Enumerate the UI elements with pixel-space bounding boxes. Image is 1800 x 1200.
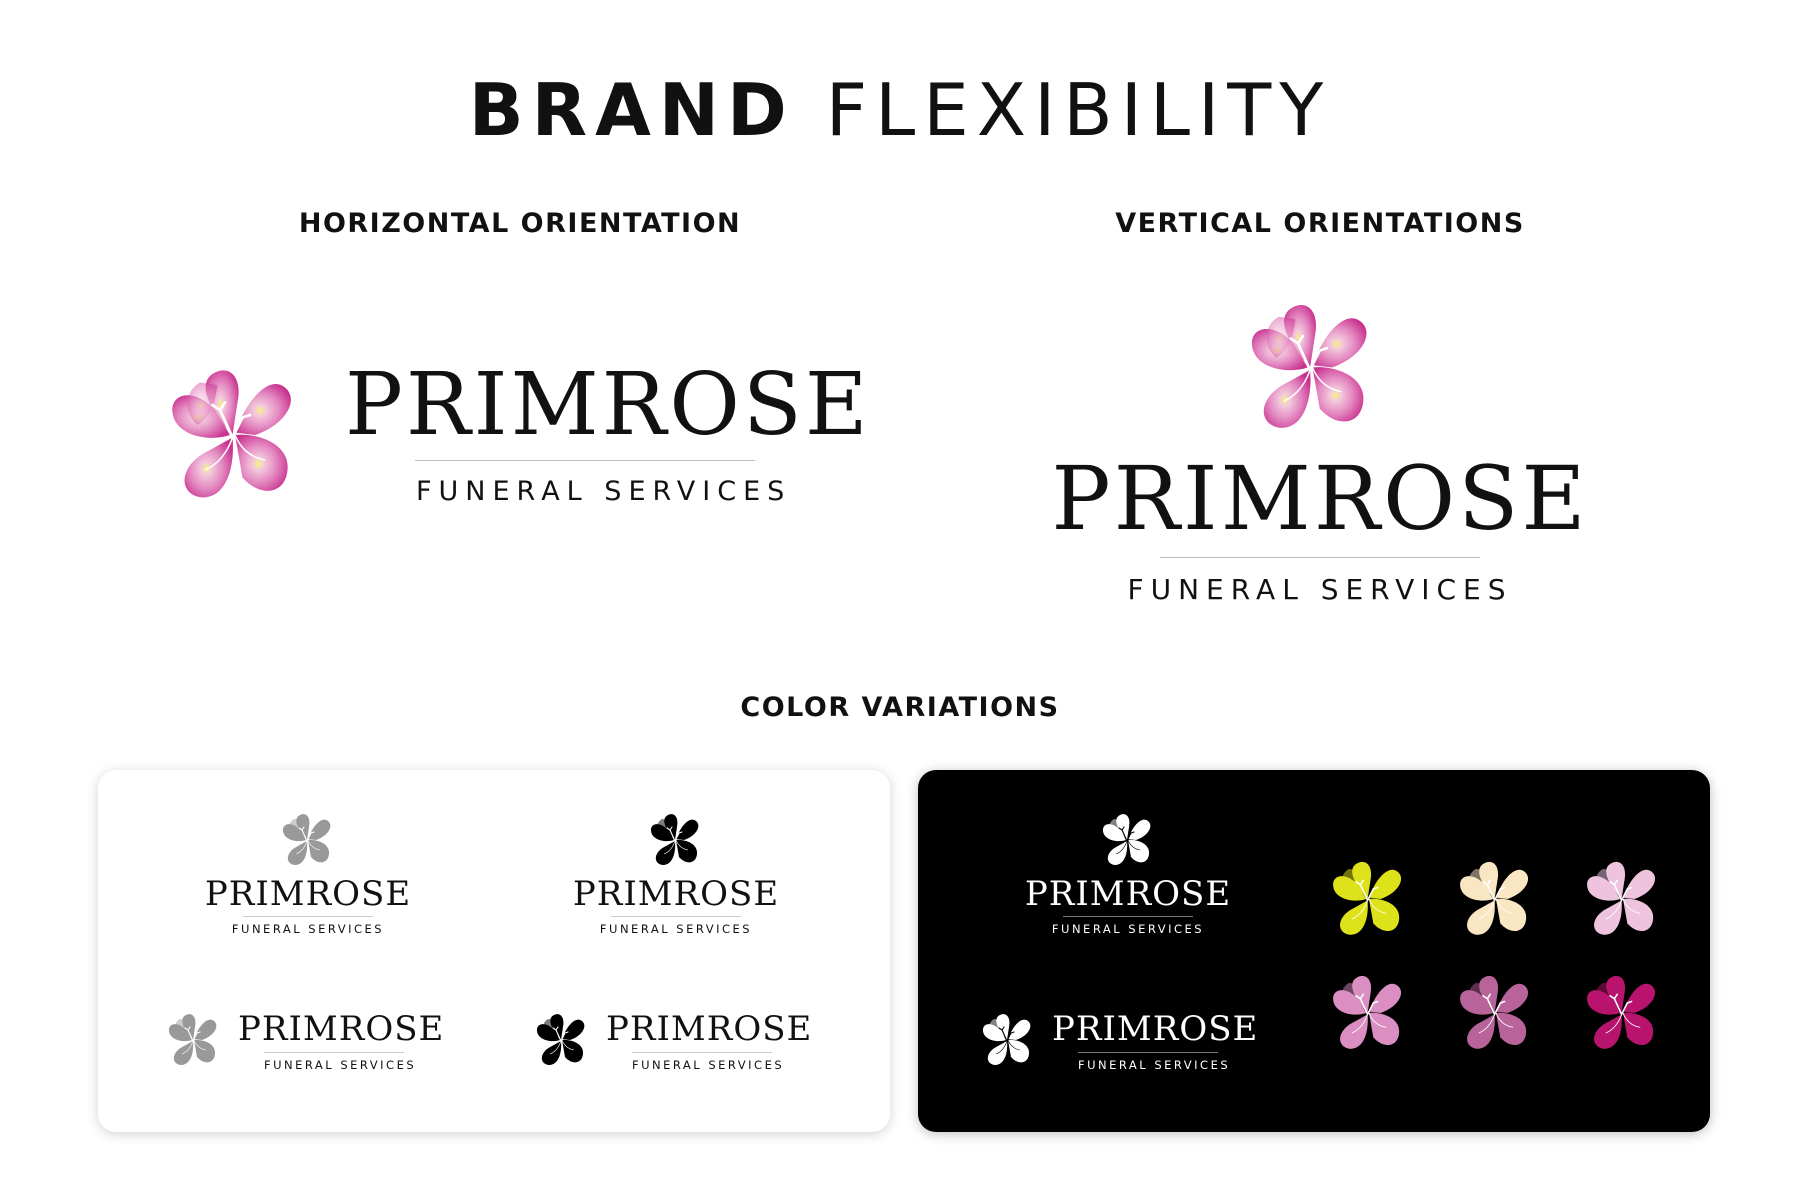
- white-vertical-logo: PRIMROSE FUNERAL SERVICES: [1008, 810, 1248, 950]
- horizontal-logo: PRIMROSE FUNERAL SERVICES: [160, 360, 880, 510]
- logo-divider: [1063, 916, 1193, 917]
- dark-background-panel: PRIMROSE FUNERAL SERVICES PRIMROSE FUNER…: [918, 770, 1710, 1132]
- brand-wordmark: PRIMROSE: [1024, 874, 1232, 914]
- primrose-flower-icon: [278, 810, 338, 870]
- gray-horizontal-logo: PRIMROSE FUNERAL SERVICES: [164, 1010, 484, 1080]
- light-background-panel: PRIMROSE FUNERAL SERVICES PRIMROSE FUNER…: [98, 770, 890, 1132]
- page-title-bold: BRAND: [468, 68, 795, 152]
- primrose-flower-icon: [646, 810, 706, 870]
- brand-tagline: FUNERAL SERVICES: [264, 1058, 417, 1072]
- brand-wordmark: PRIMROSE: [1051, 447, 1589, 550]
- horizontal-orientation-label: HORIZONTAL ORIENTATION: [298, 208, 742, 239]
- primrose-flower-icon: [1240, 295, 1385, 440]
- vertical-orientations-label: VERTICAL ORIENTATIONS: [1115, 208, 1525, 239]
- brand-tagline: FUNERAL SERVICES: [1127, 573, 1513, 606]
- brand-wordmark: PRIMROSE: [606, 1009, 813, 1049]
- primrose-flower-icon: [160, 360, 310, 510]
- mauve-flower-icon: [1453, 970, 1539, 1056]
- brand-wordmark: PRIMROSE: [345, 355, 871, 455]
- color-variations-label: COLOR VARIATIONS: [740, 692, 1060, 723]
- brand-wordmark: PRIMROSE: [204, 874, 412, 914]
- brand-wordmark: PRIMROSE: [238, 1009, 445, 1049]
- page-title-light: FLEXIBILITY: [825, 68, 1332, 152]
- logo-divider: [1160, 557, 1480, 558]
- primrose-flower-icon: [1098, 810, 1158, 870]
- logo-divider: [243, 916, 373, 917]
- gray-vertical-logo: PRIMROSE FUNERAL SERVICES: [188, 810, 428, 950]
- brand-tagline: FUNERAL SERVICES: [231, 922, 385, 936]
- brand-tagline: FUNERAL SERVICES: [1051, 922, 1205, 936]
- cream-flower-icon: [1453, 856, 1539, 942]
- logo-divider: [632, 1052, 772, 1053]
- vertical-logo: PRIMROSE FUNERAL SERVICES: [1040, 295, 1600, 615]
- brand-tagline: FUNERAL SERVICES: [416, 476, 792, 507]
- primrose-flower-icon: [164, 1010, 224, 1070]
- primrose-flower-icon: [532, 1010, 592, 1070]
- black-horizontal-logo: PRIMROSE FUNERAL SERVICES: [532, 1010, 852, 1080]
- primrose-flower-icon: [978, 1010, 1038, 1070]
- logo-divider: [264, 1052, 404, 1053]
- black-vertical-logo: PRIMROSE FUNERAL SERVICES: [556, 810, 796, 950]
- brand-wordmark: PRIMROSE: [572, 874, 780, 914]
- yellow-flower-icon: [1326, 856, 1412, 942]
- brand-tagline: FUNERAL SERVICES: [632, 1058, 785, 1072]
- brand-tagline: FUNERAL SERVICES: [599, 922, 753, 936]
- pink-flower-icon: [1326, 970, 1412, 1056]
- logo-divider: [611, 916, 741, 917]
- logo-divider: [1078, 1052, 1218, 1053]
- white-horizontal-logo: PRIMROSE FUNERAL SERVICES: [978, 1010, 1298, 1080]
- page-title: BRAND FLEXIBILITY: [0, 68, 1800, 152]
- brand-tagline: FUNERAL SERVICES: [1078, 1058, 1231, 1072]
- logo-divider: [415, 460, 755, 461]
- light-pink-flower-icon: [1580, 856, 1666, 942]
- brand-wordmark: PRIMROSE: [1052, 1009, 1259, 1049]
- magenta-flower-icon: [1580, 970, 1666, 1056]
